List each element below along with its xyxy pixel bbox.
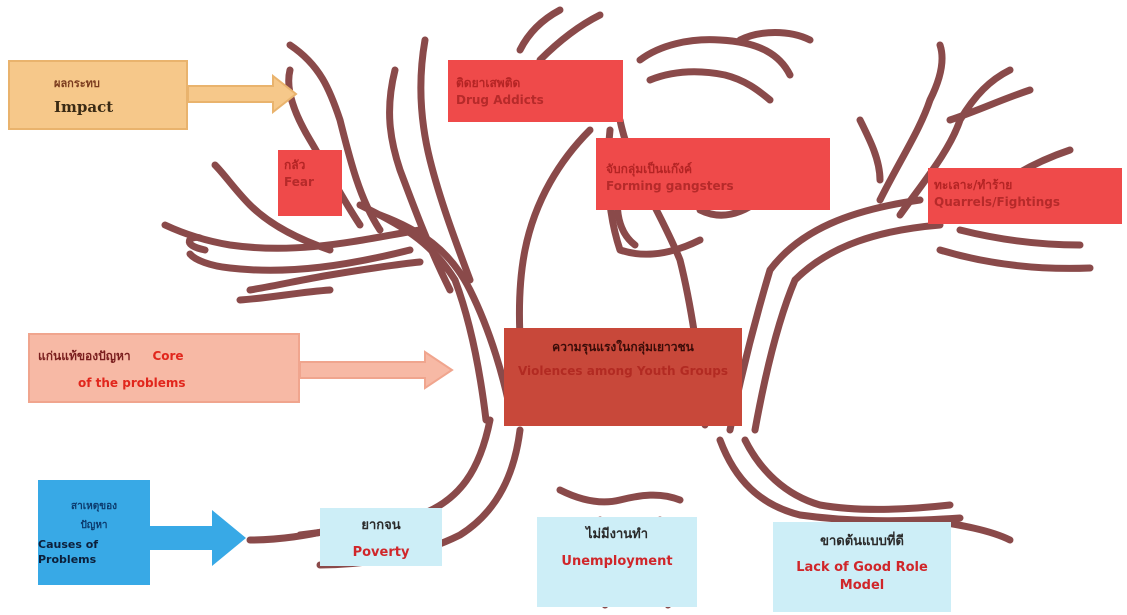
- impact-label: ผลกระทบ Impact: [8, 60, 188, 130]
- impact-label-thai: ผลกระทบ: [54, 77, 100, 90]
- causes-label: สาเหตุของ ปัญหา Causes of Problems: [38, 480, 150, 585]
- forming-gangsters-english: Forming gangsters: [606, 179, 734, 193]
- role-model-thai: ขาดต้นแบบที่ดี: [820, 534, 904, 549]
- poverty-thai: ยากจน: [361, 518, 401, 533]
- drug-addicts-thai: ติดยาเสพติด: [456, 76, 521, 90]
- causes-arrow: [150, 510, 246, 566]
- forming-gangsters-thai: จับกลุ่มเป็นแก๊งค์: [606, 162, 692, 176]
- violences-english: Violences among Youth Groups: [517, 364, 729, 378]
- core-label-thai: แก่นแท้ของปัญหา: [38, 348, 131, 363]
- core-arrow: [300, 350, 454, 390]
- core-label-english-1: Core: [152, 348, 184, 363]
- impact-box-forming-gangsters: จับกลุ่มเป็นแก๊งค์ Forming gangsters: [596, 138, 830, 210]
- violences-thai: ความรุนแรงในกลุ่มเยาวชน: [552, 340, 694, 354]
- core-label-english-2: of the problems: [78, 375, 186, 390]
- core-label: แก่นแท้ของปัญหา Core of the problems: [28, 333, 300, 403]
- cause-box-unemployment: ไม่มีงานทำ Unemployment: [537, 517, 697, 607]
- impact-box-drug-addicts: ติดยาเสพติด Drug Addicts: [448, 60, 623, 122]
- causes-label-english: Causes of Problems: [38, 537, 99, 566]
- unemployment-english: Unemployment: [561, 554, 673, 569]
- fear-english: Fear: [284, 175, 314, 189]
- poverty-english: Poverty: [352, 545, 410, 560]
- causes-label-thai-2: ปัญหา: [80, 519, 108, 531]
- quarrels-english: Quarrels/Fightings: [934, 195, 1061, 209]
- impact-box-fear: กลัว Fear: [278, 150, 342, 216]
- fear-thai: กลัว: [284, 158, 306, 172]
- role-model-english: Lack of Good Role Model: [796, 560, 928, 593]
- unemployment-thai: ไม่มีงานทำ: [585, 527, 649, 542]
- impact-label-english: Impact: [54, 98, 114, 116]
- impact-arrow: [188, 74, 298, 114]
- impact-box-quarrels: ทะเลาะ/ทำร้าย Quarrels/Fightings: [928, 168, 1122, 224]
- cause-box-role-model: ขาดต้นแบบที่ดี Lack of Good Role Model: [773, 522, 951, 612]
- cause-box-poverty: ยากจน Poverty: [320, 508, 442, 566]
- drug-addicts-english: Drug Addicts: [456, 93, 544, 107]
- causes-label-thai-1: สาเหตุของ: [71, 500, 117, 512]
- quarrels-thai: ทะเลาะ/ทำร้าย: [934, 178, 1013, 192]
- core-box-violences: ความรุนแรงในกลุ่มเยาวชน Violences among …: [504, 328, 742, 426]
